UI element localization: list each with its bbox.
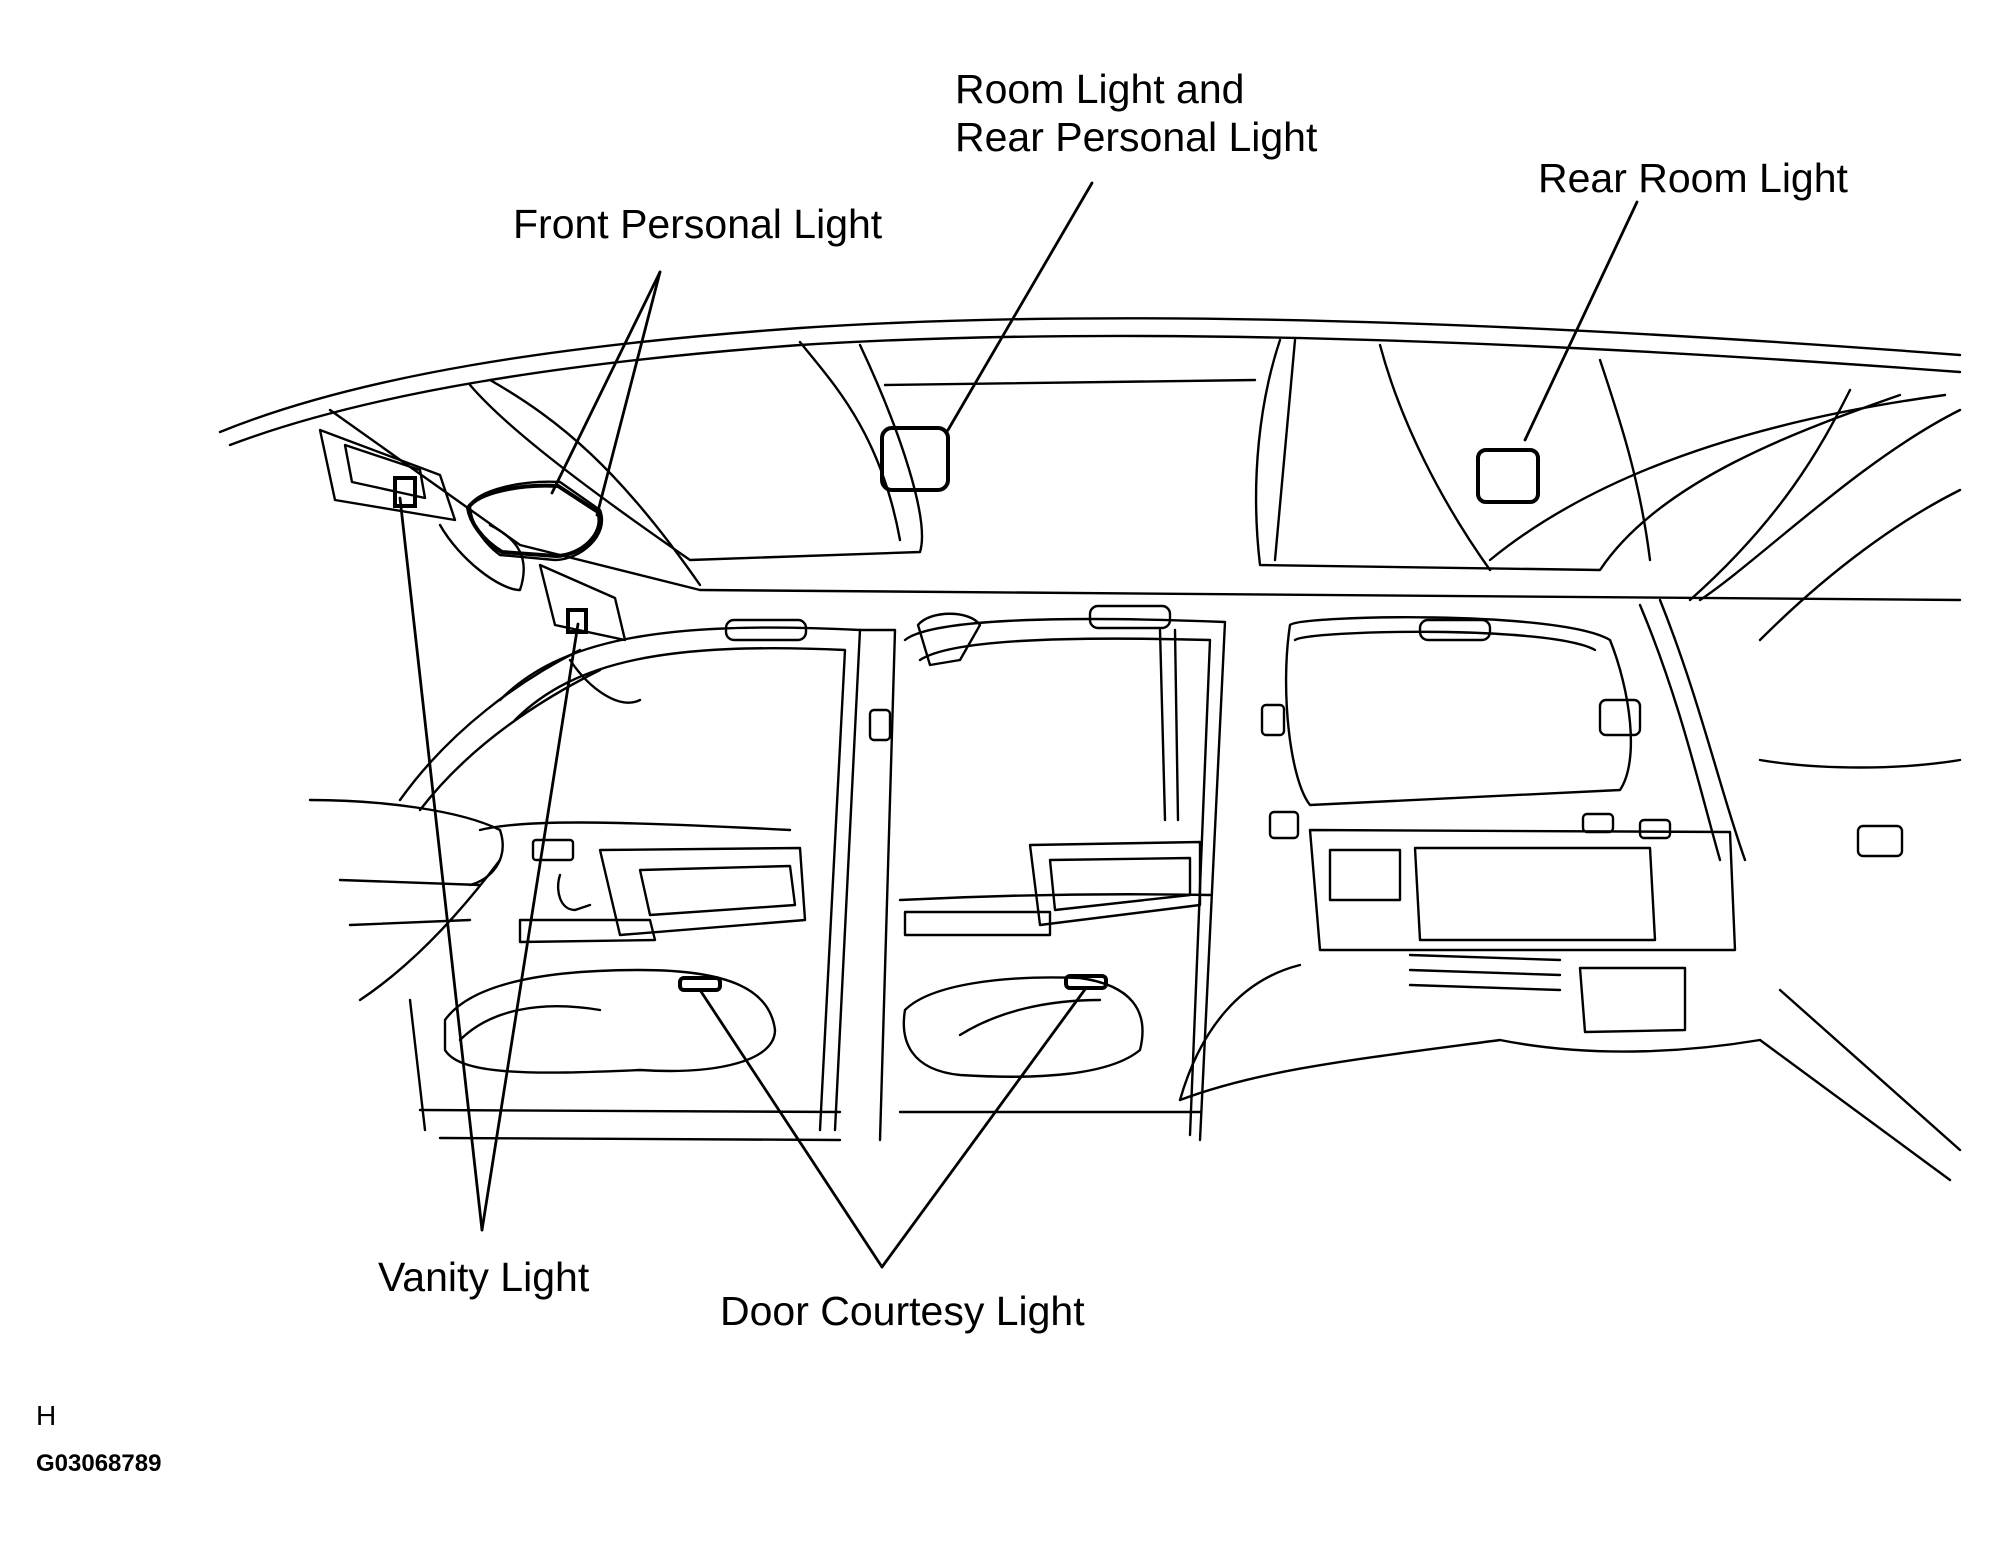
vanity-light-fixture-left: [393, 476, 417, 508]
vanity-light-label: Vanity Light: [378, 1254, 590, 1300]
leader-front-personal-light-b: [595, 270, 662, 517]
leader-door-courtesy-light-a: [698, 988, 884, 1269]
front-personal-light-fixture: [465, 483, 602, 559]
figure-code: G03068789: [36, 1450, 162, 1477]
leader-vanity-light-b: [480, 622, 580, 1232]
rear-room-light-label: Rear Room Light: [1538, 155, 1848, 201]
room-light-label: Room Light and Rear Personal Light: [955, 65, 1317, 161]
section-letter: H: [36, 1400, 57, 1431]
room-light-fixture: [880, 426, 950, 492]
room-light-label-line2: Rear Personal Light: [955, 114, 1318, 160]
door-courtesy-light-label: Door Courtesy Light: [720, 1288, 1085, 1334]
vehicle-line-art: [218, 317, 1962, 1182]
leader-lines: [398, 181, 1639, 1269]
front-personal-light-label: Front Personal Light: [513, 201, 883, 247]
leader-front-personal-light-a: [550, 270, 662, 495]
leader-rear-room-light: [1523, 200, 1639, 442]
door-courtesy-light-fixture-front: [678, 976, 722, 992]
rear-room-light-fixture: [1476, 448, 1540, 504]
leader-room-light: [946, 181, 1094, 432]
leader-door-courtesy-light-b: [880, 986, 1088, 1269]
light-fixtures: [393, 426, 1540, 992]
room-light-label-line1: Room Light and: [955, 66, 1245, 112]
leader-vanity-light-a: [398, 496, 484, 1232]
